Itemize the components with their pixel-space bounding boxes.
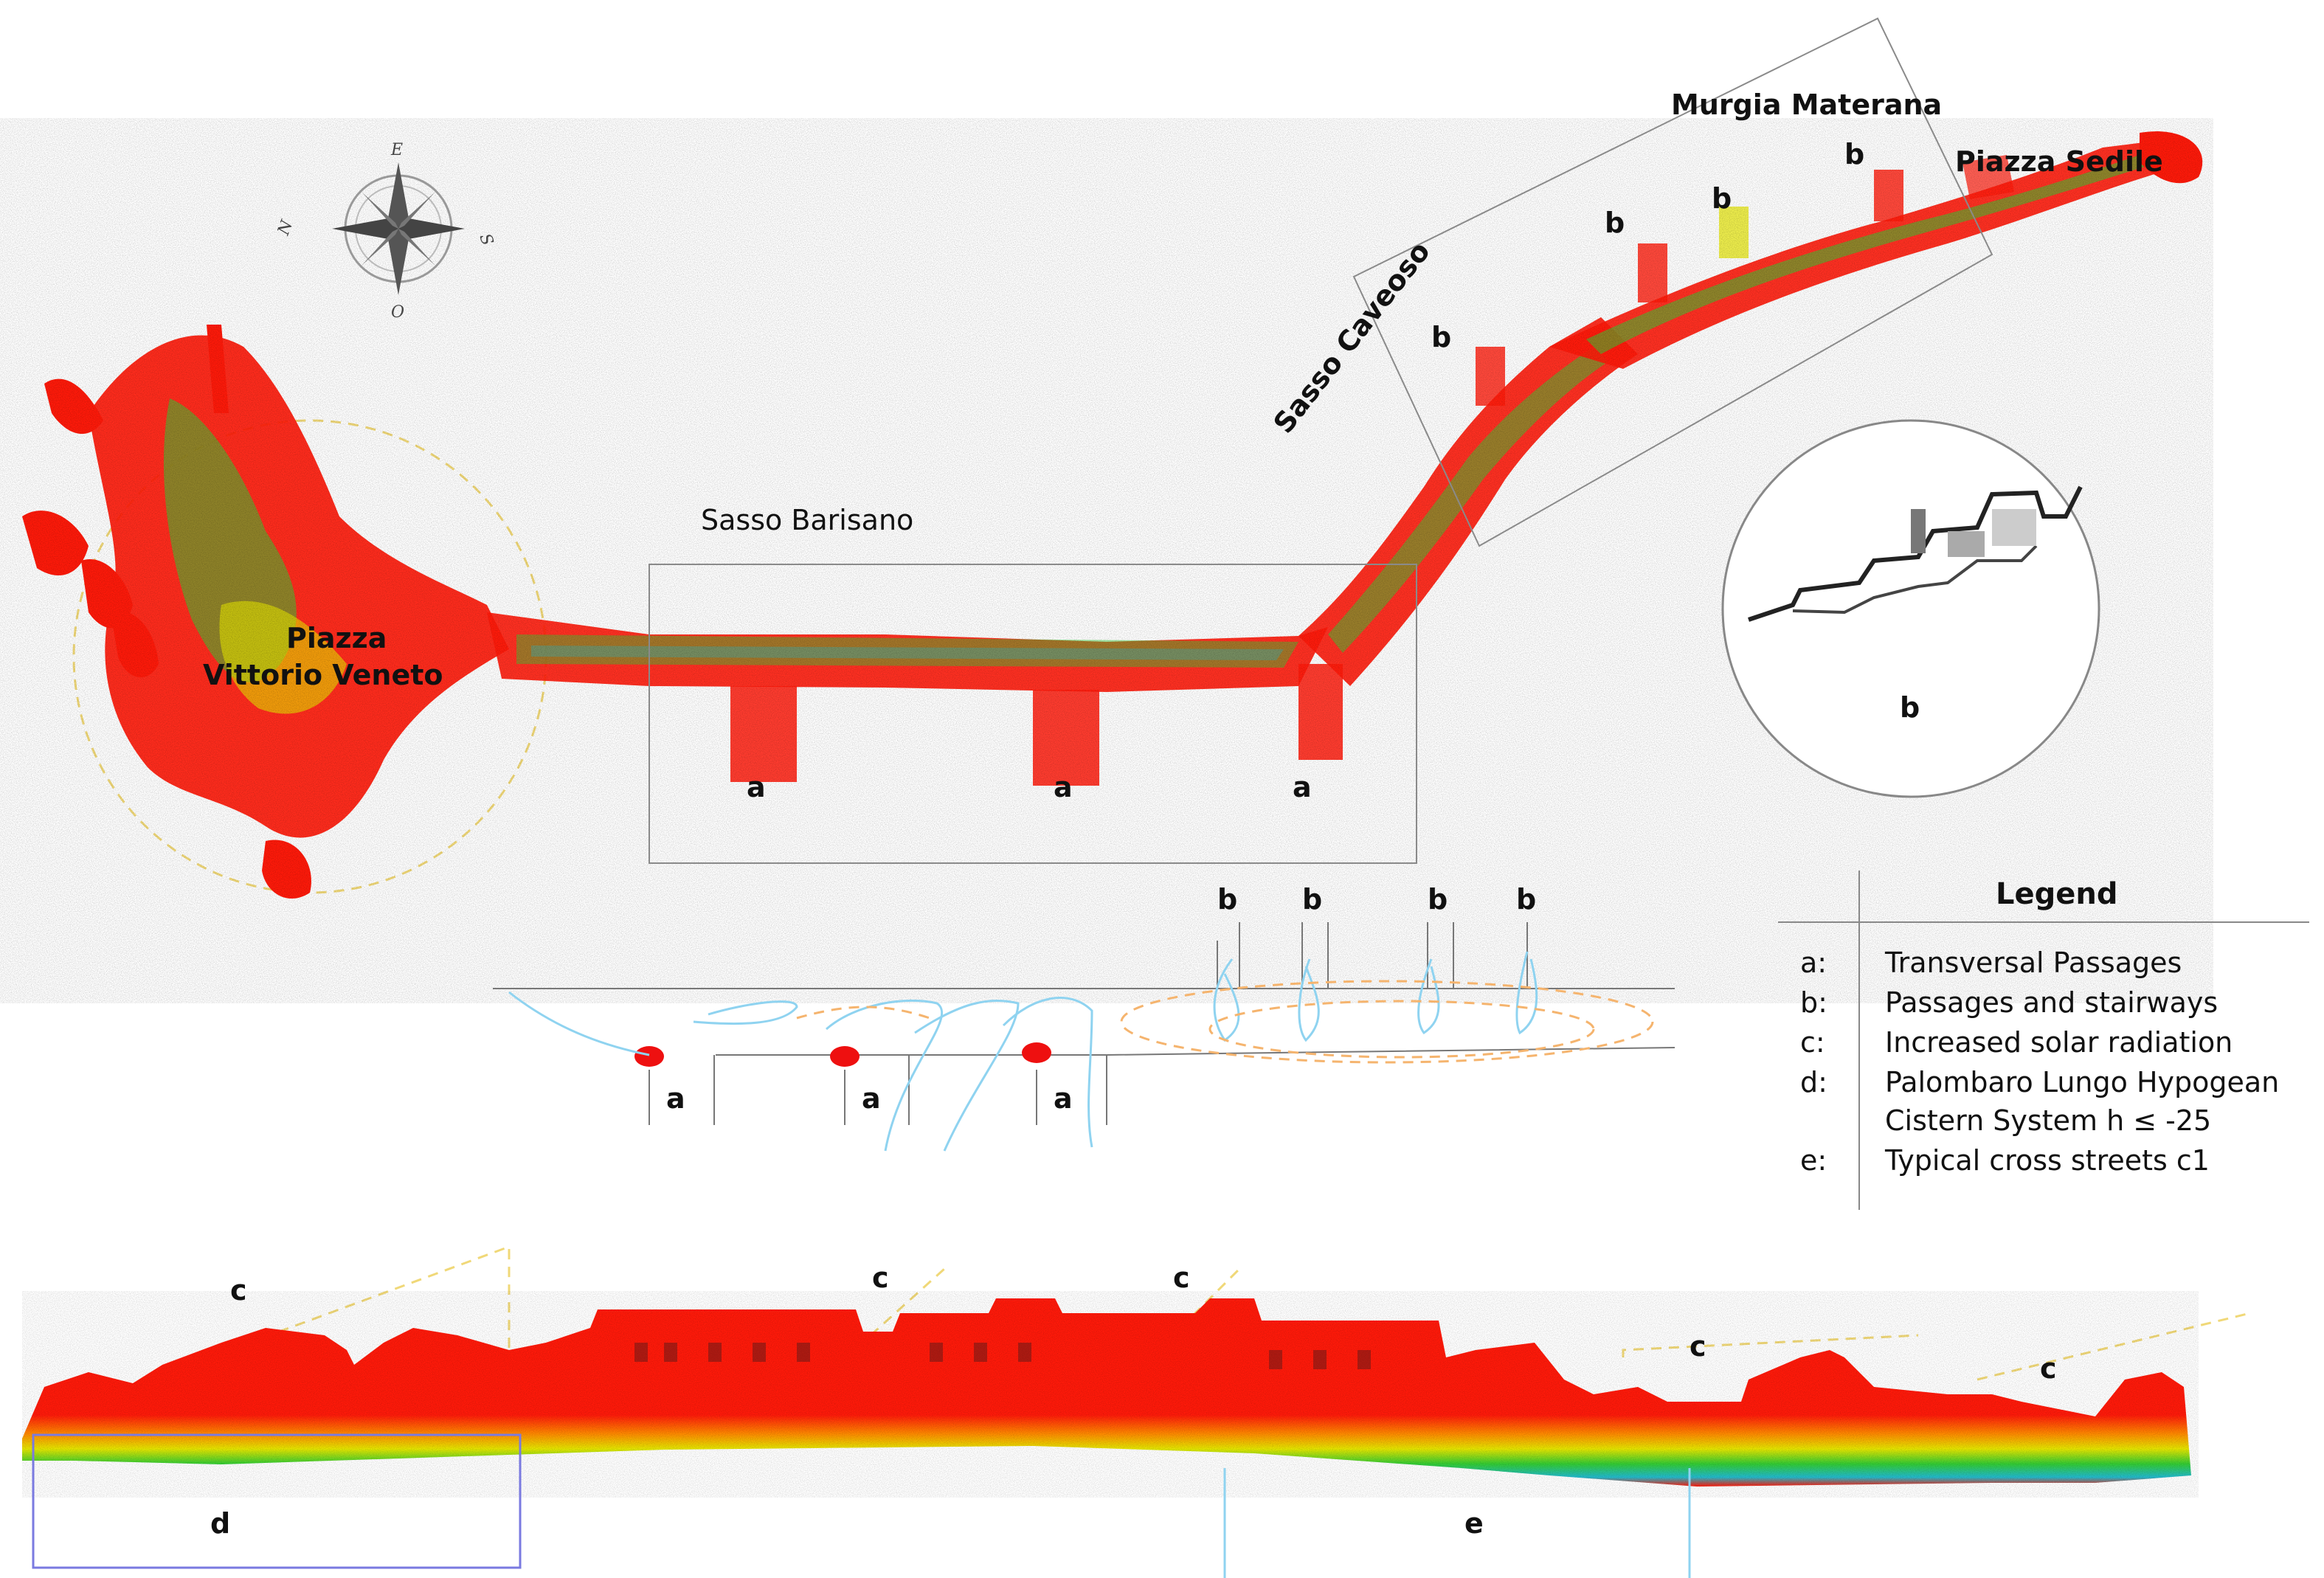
marker-c: c [1173, 1262, 1190, 1294]
elevation-view: c c c c c d e [22, 1245, 2251, 1578]
label-murgia-materana: Murgia Materana [1671, 89, 1942, 121]
flow-diagram: a a a b b b b [493, 883, 1675, 1152]
legend-key: e: [1800, 1144, 1827, 1177]
compass-o-label: O [391, 303, 404, 322]
marker-c: c [1690, 1330, 1706, 1363]
legend-key: b: [1800, 986, 1827, 1019]
marker-a: a [747, 771, 766, 803]
plan-view: N E S O Piazza Vittorio Veneto Sasso Bar… [0, 17, 2213, 1003]
legend-text: Increased solar radiation [1885, 1026, 2233, 1059]
legend-text: Transversal Passages [1884, 947, 2182, 979]
marker-c: c [2040, 1352, 2057, 1385]
marker-b: b [1302, 883, 1322, 916]
source-point [634, 1046, 664, 1067]
marker-a: a [666, 1082, 685, 1115]
marker-a: a [1054, 771, 1073, 803]
marker-a: a [1054, 1082, 1073, 1115]
barisano-frame [649, 564, 1417, 864]
legend-text: Palombaro Lungo Hypogean [1885, 1066, 2279, 1098]
marker-b: b [1428, 883, 1448, 916]
legend-text: Cistern System h ≤ -25 [1885, 1104, 2211, 1137]
legend-key: d: [1800, 1066, 1827, 1098]
marker-d: d [210, 1507, 230, 1540]
legend: Legend a: Transversal Passages b: Passag… [1778, 871, 2309, 1210]
inset-section-b: b [1721, 419, 2100, 798]
marker-b: b [1900, 691, 1920, 724]
label-vittorio-veneto: Vittorio Veneto [203, 659, 443, 691]
compass-e-label: E [390, 141, 403, 159]
legend-key: a: [1800, 947, 1827, 979]
compass-rose: N E S O [274, 141, 497, 322]
legend-text: Typical cross streets c1 [1884, 1144, 2210, 1177]
label-sasso-barisano: Sasso Barisano [701, 504, 913, 536]
marker-b: b [1431, 321, 1451, 353]
marker-c: c [230, 1274, 247, 1307]
label-piazza: Piazza [286, 622, 387, 654]
marker-b: b [1844, 138, 1864, 170]
marker-e: e [1464, 1507, 1484, 1540]
marker-b: b [1217, 883, 1237, 916]
legend-title: Legend [1996, 877, 2118, 911]
marker-b: b [1712, 182, 1732, 215]
marker-b: b [1516, 883, 1536, 916]
marker-a: a [862, 1082, 881, 1115]
marker-c: c [872, 1262, 889, 1294]
marker-a: a [1293, 771, 1312, 803]
source-point [830, 1046, 860, 1067]
cistern-box [32, 1433, 522, 1569]
label-piazza-sedile: Piazza Sedile [1955, 145, 2163, 178]
marker-b: b [1605, 207, 1625, 239]
source-point [1022, 1042, 1051, 1063]
murgia-frame [1352, 17, 1993, 547]
legend-key: c: [1800, 1026, 1825, 1059]
legend-text: Passages and stairways [1885, 986, 2218, 1019]
